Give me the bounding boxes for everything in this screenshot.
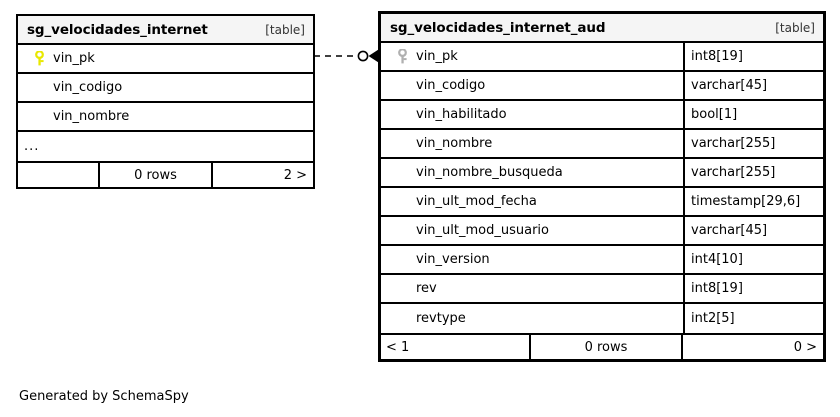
- column-name-cell: vin_nombre: [381, 130, 683, 157]
- table-type-tag: [table]: [775, 20, 815, 35]
- column-label: vin_habilitado: [416, 107, 507, 122]
- table-row[interactable]: vin_version int4[10]: [381, 246, 823, 275]
- footer-row-count: 0 rows: [98, 163, 213, 187]
- table-row[interactable]: rev int8[19]: [381, 275, 823, 304]
- footer-prev-page[interactable]: [18, 163, 98, 187]
- table-sg_velocidades_internet_aud[interactable]: sg_velocidades_internet_aud [table] vin_…: [378, 11, 826, 362]
- table-row[interactable]: vin_codigo: [18, 74, 313, 103]
- column-label: vin_nombre_busqueda: [416, 165, 563, 180]
- footer-prev-page[interactable]: < 1: [386, 339, 410, 355]
- column-label: vin_ult_mod_fecha: [416, 194, 537, 209]
- column-type-cell: int4[10]: [683, 246, 823, 273]
- column-label: vin_ult_mod_usuario: [416, 223, 549, 238]
- column-name-cell: vin_pk: [381, 43, 683, 70]
- primary-key-icon: [388, 49, 416, 64]
- table-title: sg_velocidades_internet_aud: [390, 19, 606, 36]
- column-type-cell: varchar[45]: [683, 217, 823, 244]
- table-header: sg_velocidades_internet [table]: [18, 16, 313, 45]
- more-columns-indicator: ...: [18, 132, 313, 161]
- column-name-cell: vin_ult_mod_usuario: [381, 217, 683, 244]
- table-header: sg_velocidades_internet_aud [table]: [381, 14, 823, 43]
- generator-credit: Generated by SchemaSpy: [19, 389, 189, 404]
- table-type-tag: [table]: [265, 22, 305, 37]
- footer-next-page[interactable]: 0 >: [793, 339, 817, 355]
- table-row[interactable]: vin_ult_mod_usuario varchar[45]: [381, 217, 823, 246]
- ellipsis-cell: ...: [18, 132, 313, 161]
- table-row[interactable]: vin_ult_mod_fecha timestamp[29,6]: [381, 188, 823, 217]
- table-row[interactable]: vin_pk int8[19]: [381, 43, 823, 72]
- column-label: vin_nombre: [53, 109, 130, 124]
- column-list: vin_pk vin_codigo vin_nombre ...: [18, 45, 313, 161]
- table-row[interactable]: vin_codigo varchar[45]: [381, 72, 823, 101]
- column-label: vin_codigo: [416, 78, 486, 93]
- column-label: vin_nombre: [416, 136, 493, 151]
- table-row[interactable]: revtype int2[5]: [381, 304, 823, 333]
- column-list: vin_pk int8[19] vin_codigo varchar[45] v…: [381, 43, 823, 333]
- column-label: rev: [416, 281, 437, 296]
- footer-row-count: 0 rows: [529, 335, 683, 359]
- column-type-cell: varchar[255]: [683, 130, 823, 157]
- column-name-cell: vin_version: [381, 246, 683, 273]
- column-type-cell: varchar[45]: [683, 72, 823, 99]
- column-name-cell: vin_codigo: [381, 72, 683, 99]
- column-name-cell: rev: [381, 275, 683, 302]
- table-footer: < 1 0 rows 0 >: [381, 333, 823, 359]
- table-row[interactable]: vin_nombre_busqueda varchar[255]: [381, 159, 823, 188]
- column-label: vin_pk: [53, 51, 95, 66]
- column-label: revtype: [416, 311, 466, 326]
- column-name-cell: revtype: [381, 304, 683, 333]
- table-footer: 0 rows 2 >: [18, 161, 313, 187]
- column-type-cell: int2[5]: [683, 304, 823, 333]
- column-name-cell: vin_nombre: [18, 103, 313, 130]
- table-row[interactable]: vin_pk: [18, 45, 313, 74]
- column-label: vin_version: [416, 252, 490, 267]
- relationship-connector-vin_pk: [314, 49, 379, 63]
- table-title: sg_velocidades_internet: [27, 21, 208, 38]
- ellipsis-label: ...: [24, 139, 40, 154]
- table-sg_velocidades_internet[interactable]: sg_velocidades_internet [table] vin_pk: [16, 14, 315, 189]
- column-name-cell: vin_nombre_busqueda: [381, 159, 683, 186]
- column-name-cell: vin_codigo: [18, 74, 313, 101]
- column-label: vin_codigo: [53, 80, 123, 95]
- primary-key-icon: [25, 51, 53, 66]
- cardinality-zero-circle-icon: [357, 50, 369, 62]
- table-row[interactable]: vin_nombre: [18, 103, 313, 132]
- column-label: vin_pk: [416, 49, 458, 64]
- column-name-cell: vin_pk: [18, 45, 313, 72]
- column-type-cell: varchar[255]: [683, 159, 823, 186]
- footer-next-page[interactable]: 2 >: [283, 167, 307, 183]
- column-type-cell: bool[1]: [683, 101, 823, 128]
- table-row[interactable]: vin_nombre varchar[255]: [381, 130, 823, 159]
- cardinality-many-crowsfoot-icon: [368, 49, 379, 63]
- column-name-cell: vin_habilitado: [381, 101, 683, 128]
- column-name-cell: vin_ult_mod_fecha: [381, 188, 683, 215]
- column-type-cell: int8[19]: [683, 275, 823, 302]
- column-type-cell: timestamp[29,6]: [683, 188, 823, 215]
- table-row[interactable]: vin_habilitado bool[1]: [381, 101, 823, 130]
- column-type-cell: int8[19]: [683, 43, 823, 70]
